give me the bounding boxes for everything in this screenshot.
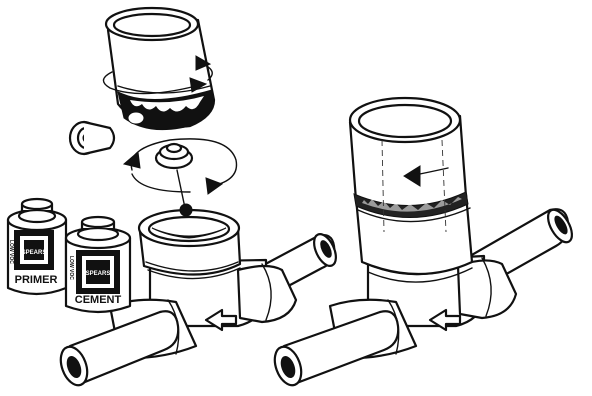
cement-label: CEMENT xyxy=(75,294,122,306)
primer-can: SPEARS LOW VOC PRIMER xyxy=(8,199,66,294)
primer-label: PRIMER xyxy=(15,274,58,286)
cement-side-text: LOW VOC xyxy=(68,256,74,280)
primer-brand-stamp: SPEARS xyxy=(22,250,47,256)
dauber-applicator xyxy=(156,144,192,216)
cement-can: SPEARS LOW VOC CEMENT xyxy=(66,217,130,312)
cement-brand-stamp: SPEARS xyxy=(86,271,111,277)
left-assembly-exploded: SPEARS LOW VOC PRIMER SPEARS LOW VOC CEM… xyxy=(8,8,340,389)
primer-side-text: LOW VOC xyxy=(8,240,14,264)
right-inserted-pipe xyxy=(350,98,472,274)
loose-cap xyxy=(70,122,114,154)
